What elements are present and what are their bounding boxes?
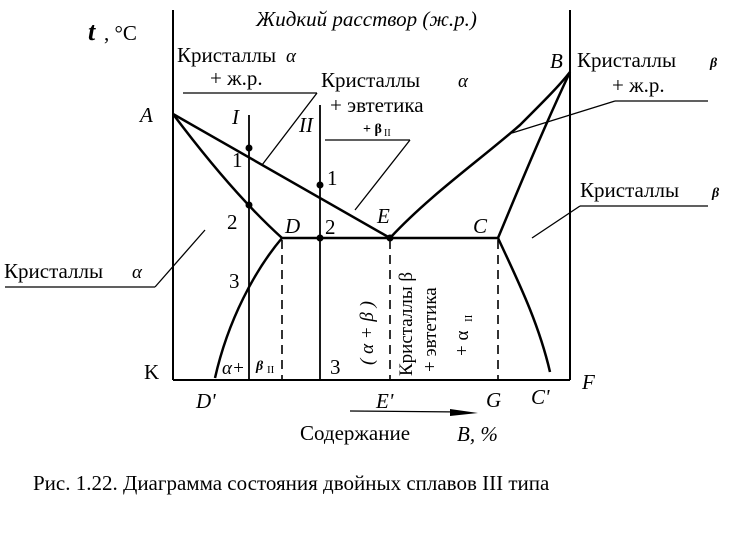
region-alpha-crystals-label: Кристаллы bbox=[4, 259, 103, 283]
alloy-I-label-2: 2 bbox=[227, 210, 238, 234]
region-beta-eutectic-line1: Кристаллы β bbox=[396, 272, 417, 376]
region-alpha-plus-beta-label: ( α + β ) bbox=[357, 301, 378, 365]
region-beta-crystals-symbol: β bbox=[711, 186, 720, 201]
liquidus-line-AE bbox=[172, 112, 391, 240]
alloy-II-point-2 bbox=[316, 234, 324, 242]
x-axis-label: Содержание bbox=[300, 421, 410, 445]
region-beta-liquid-symbol: β bbox=[709, 56, 718, 71]
point-label-D: D bbox=[284, 214, 300, 238]
leader-alpha-eutectic bbox=[354, 139, 411, 211]
alloy-II-label-3: 3 bbox=[330, 355, 341, 379]
alloy-label-II: II bbox=[298, 113, 314, 137]
figure-caption: Рис. 1.22. Диаграмма состояния двойных с… bbox=[33, 471, 550, 495]
solvus-line-DD-prime bbox=[213, 237, 283, 379]
point-label-C-prime: C' bbox=[531, 385, 550, 409]
alloy-II-label-1: 1 bbox=[327, 166, 338, 190]
region-alpha-eutectic-line3-sub: II bbox=[384, 128, 391, 139]
region-alpha-eutectic-line3: + β bbox=[363, 122, 382, 137]
alloy-II-label-2: 2 bbox=[325, 215, 336, 239]
point-label-B: B bbox=[550, 49, 563, 73]
region-beta-liquid-line2: + ж.р. bbox=[612, 73, 665, 97]
origin-label-K: K bbox=[144, 360, 159, 384]
region-beta-crystals-label: Кристаллы bbox=[580, 178, 679, 202]
point-label-G: G bbox=[486, 388, 501, 412]
x-axis-symbol: B, % bbox=[457, 422, 498, 446]
region-alpha-crystals-symbol: α bbox=[132, 262, 143, 283]
alloy-I-label-3: 3 bbox=[229, 269, 240, 293]
point-label-C: C bbox=[473, 214, 488, 238]
eutectic-point-E bbox=[386, 234, 394, 242]
point-label-E-prime: E' bbox=[375, 389, 394, 413]
region-alpha-beta-ii-sub: II bbox=[267, 364, 275, 376]
region-alpha-eutectic-line2: + эвтетика bbox=[330, 93, 424, 117]
region-alpha-eutectic-line1: Кристаллы bbox=[321, 68, 420, 92]
point-label-E: E bbox=[376, 204, 390, 228]
composition-arrow-head bbox=[450, 409, 478, 416]
point-label-D-prime: D' bbox=[195, 389, 216, 413]
region-alpha-liquid-line2: + ж.р. bbox=[210, 66, 263, 90]
region-beta-eutectic-line3: + α bbox=[452, 331, 473, 356]
region-beta-eutectic-line2: + эвтетика bbox=[420, 287, 441, 372]
alloy-label-I: I bbox=[231, 105, 240, 129]
composition-arrow-line bbox=[349, 410, 463, 413]
leader-beta-liquid bbox=[511, 100, 616, 134]
point-label-A: A bbox=[138, 103, 153, 127]
alloy-II-point-1 bbox=[316, 181, 324, 189]
region-beta-eutectic-line3-sub: II bbox=[463, 314, 475, 322]
region-liquid-label: Жидкий расствор (ж.р.) bbox=[255, 7, 477, 31]
region-beta-liquid-line1: Кристаллы bbox=[577, 48, 676, 72]
region-alpha-beta-ii-beta: β bbox=[255, 359, 264, 374]
solidus-line-AD bbox=[172, 113, 283, 239]
leader-beta-crystals bbox=[531, 205, 581, 239]
solvus-line-CC-prime bbox=[496, 237, 552, 373]
alloy-I-point-2 bbox=[245, 201, 253, 209]
y-axis-unit: , °C bbox=[104, 21, 137, 45]
leader-alpha-crystals bbox=[154, 229, 206, 288]
right-label-F: F bbox=[581, 370, 595, 394]
solidus-line-BC bbox=[496, 71, 572, 239]
region-alpha-liquid-line1: Кристаллы bbox=[177, 43, 276, 67]
leader-alpha-liquid bbox=[261, 92, 318, 166]
region-alpha-eutectic-symbol: α bbox=[458, 71, 469, 92]
liquidus-line-EB bbox=[389, 71, 571, 239]
y-axis-symbol: t bbox=[88, 17, 96, 46]
region-alpha-liquid-symbol: α bbox=[286, 46, 297, 67]
alloy-I-point-1 bbox=[245, 144, 253, 152]
region-alpha-beta-ii-alpha: α+ bbox=[222, 358, 245, 379]
alloy-I-label-1: 1 bbox=[232, 148, 243, 172]
